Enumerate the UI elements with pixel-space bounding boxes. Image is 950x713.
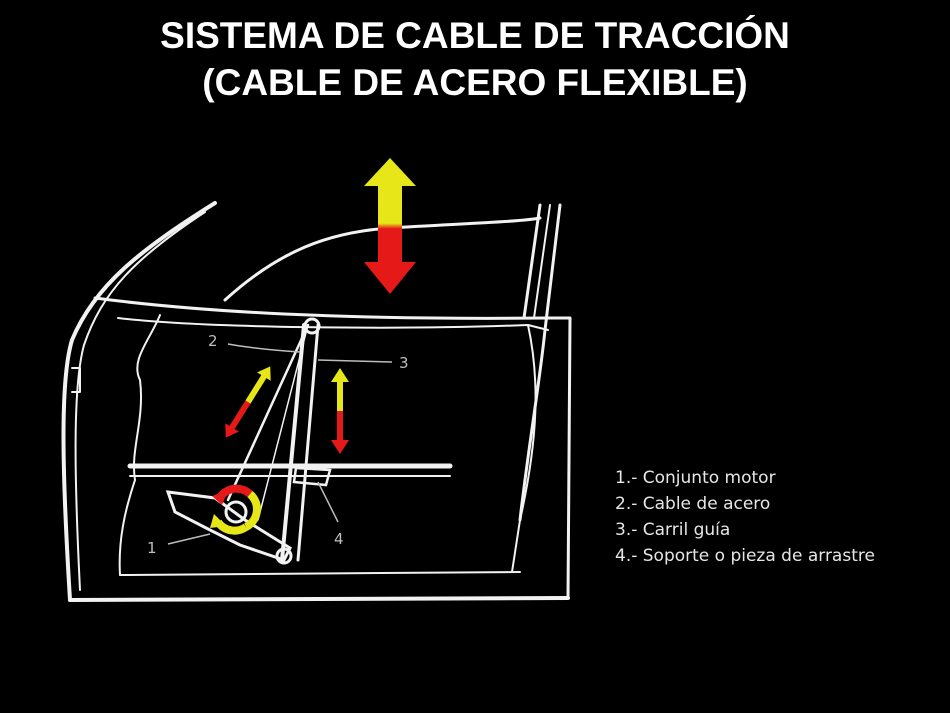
legend-item: 1.- Conjunto motor	[615, 468, 776, 488]
title-line-1: SISTEMA DE CABLE DE TRACCIÓN	[160, 15, 790, 56]
callout-leaders	[167, 343, 393, 545]
callout-3: 3	[399, 354, 409, 372]
upper-pulley	[303, 317, 321, 335]
door-outline	[61, 201, 572, 602]
guide-rail	[280, 323, 306, 562]
legend-item: 2.- Cable de acero	[615, 494, 771, 514]
callout-2: 2	[208, 332, 218, 350]
callout-4: 4	[334, 530, 344, 548]
regulator-mechanism	[165, 317, 332, 565]
drag-piece	[292, 466, 332, 487]
slide-title: SISTEMA DE CABLE DE TRACCIÓN (CABLE DE A…	[0, 12, 950, 106]
legend-item: 3.- Carril guía	[615, 520, 731, 540]
title-line-2: (CABLE DE ACERO FLEXIBLE)	[202, 62, 748, 103]
legend-item: 4.- Soporte o pieza de arrastre	[615, 546, 875, 566]
steel-cable	[226, 323, 310, 502]
up-down-arrow-icon	[364, 158, 416, 294]
motor-housing	[165, 490, 292, 562]
legend: 1.- Conjunto motor 2.- Cable de acero 3.…	[615, 465, 935, 569]
guide-rail-right	[296, 323, 320, 562]
rotation-arrow-icon	[210, 484, 261, 535]
lower-pulley	[275, 547, 293, 565]
drag-motion-arrow-icon	[331, 368, 349, 454]
callout-1: 1	[147, 539, 157, 557]
cable-motion-arrow-icon	[225, 366, 271, 438]
